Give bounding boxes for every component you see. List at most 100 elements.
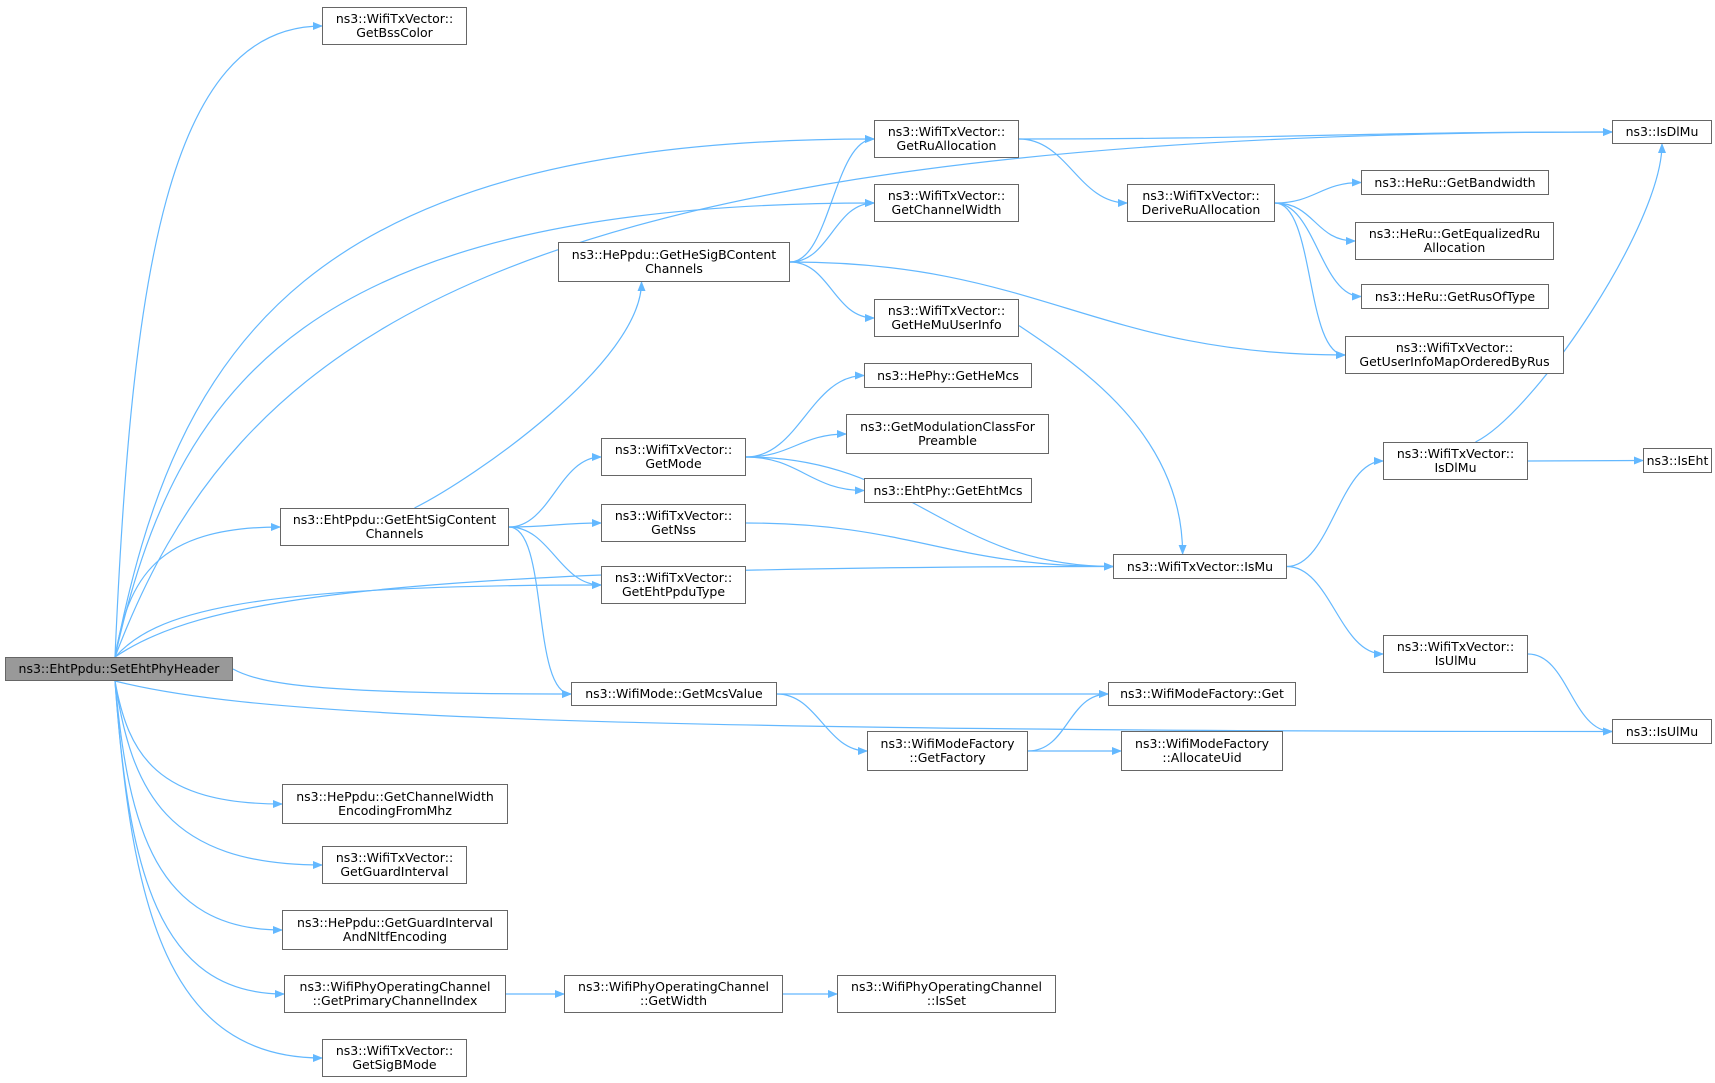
- edge-heSigB-to-getRuAllocation: [789, 135, 875, 263]
- edge-getMode-to-hePhyGetHeMcs: [745, 371, 865, 458]
- node-label-line: Channels: [365, 526, 424, 541]
- node-he-phy-get-he-mcs[interactable]: ns3::HePhy::GetHeMcs: [864, 363, 1032, 388]
- node-label-line: ::AllocateUid: [1162, 750, 1242, 765]
- node-get-eht-ppdu-type[interactable]: ns3::WifiTxVector::GetEhtPpduType: [601, 566, 746, 604]
- node-label-line: ::GetFactory: [909, 750, 986, 765]
- edge-getRuAllocation-to-deriveRuAllocation: [1018, 138, 1128, 207]
- edge-getMode-to-ehtPhyGetEhtMcs: [745, 456, 865, 495]
- edge-ehtSigContent-to-getMcsValue: [508, 526, 572, 698]
- edge-heSigB-to-getChannelWidth: [789, 199, 875, 263]
- edge-root-to-getGiNltf: [114, 680, 283, 934]
- node-label-line: ns3::WifiTxVector::: [1395, 340, 1514, 355]
- node-label-line: ns3::IsUlMu: [1625, 723, 1699, 739]
- node-root[interactable]: ns3::EhtPpdu::SetEhtPhyHeader: [5, 657, 233, 681]
- node-label-line: ::GetWidth: [639, 993, 708, 1008]
- node-get-channel-width[interactable]: ns3::WifiTxVector::GetChannelWidth: [874, 184, 1019, 222]
- node-label-line: ns3::WifiPhyOperatingChannel: [578, 979, 769, 994]
- edge-getMode-to-isMu: [745, 456, 1114, 571]
- node-label-line: GetGuardInterval: [340, 864, 449, 879]
- node-label-line: ns3::GetModulationClassFor: [860, 419, 1035, 434]
- edge-ehtSigContent-to-getNss: [508, 519, 602, 528]
- edge-root-to-getGuardInterval: [114, 680, 323, 869]
- edge-root-to-getCwEnc: [114, 680, 283, 808]
- edge-getMcsValue-to-wmfGetFactory: [776, 693, 868, 755]
- node-label-line: ns3::HePpdu::GetHeSigBContent: [571, 247, 777, 262]
- edge-deriveRuAllocation-to-heRuGetBandwidth: [1274, 178, 1362, 204]
- node-he-ru-get-rus-of-type[interactable]: ns3::HeRu::GetRusOfType: [1361, 284, 1549, 309]
- edge-root-to-getEhtPpduType: [114, 581, 602, 658]
- edge-root-to-getMcsValue: [232, 668, 572, 698]
- node-wmf-get[interactable]: ns3::WifiModeFactory::Get: [1108, 682, 1296, 706]
- node-label-line: ns3::WifiTxVector::: [887, 124, 1006, 139]
- node-derive-ru-allocation[interactable]: ns3::WifiTxVector::DeriveRuAllocation: [1127, 184, 1275, 222]
- edge-root-to-getChannelWidth: [114, 199, 875, 658]
- node-label-line: ns3::EhtPpdu::SetEhtPhyHeader: [18, 661, 220, 676]
- node-wpoc-is-set[interactable]: ns3::WifiPhyOperatingChannel::IsSet: [837, 975, 1056, 1013]
- node-wtv-is-dl-mu[interactable]: ns3::WifiTxVector::IsDlMu: [1383, 442, 1528, 480]
- node-get-user-info-map[interactable]: ns3::WifiTxVector::GetUserInfoMapOrdered…: [1345, 336, 1564, 374]
- node-label-line: ns3::IsDlMu: [1625, 124, 1699, 139]
- edge-wtvIsUlMu-to-isUlMu: [1527, 653, 1613, 736]
- node-label-line: ns3::HeRu::GetRusOfType: [1374, 288, 1536, 304]
- node-label-line: EncodingFromMhz: [338, 803, 452, 818]
- node-label-line: DeriveRuAllocation: [1141, 202, 1261, 217]
- node-wpoc-get-width[interactable]: ns3::WifiPhyOperatingChannel::GetWidth: [564, 975, 783, 1013]
- node-label-line: ns3::HePhy::GetHeMcs: [877, 367, 1019, 383]
- node-is-mu[interactable]: ns3::WifiTxVector::IsMu: [1113, 554, 1287, 579]
- node-wmf-get-factory[interactable]: ns3::WifiModeFactory::GetFactory: [867, 731, 1028, 771]
- node-get-ru-allocation[interactable]: ns3::WifiTxVector::GetRuAllocation: [874, 120, 1019, 158]
- node-he-ru-get-bandwidth[interactable]: ns3::HeRu::GetBandwidth: [1361, 170, 1549, 195]
- node-wmf-allocate-uid[interactable]: ns3::WifiModeFactory::AllocateUid: [1121, 731, 1283, 771]
- edge-heSigB-to-getUserInfoMap: [789, 261, 1346, 359]
- node-is-eht[interactable]: ns3::IsEht: [1643, 448, 1712, 473]
- edge-getHeMuUserInfo-to-isMu: [1018, 325, 1187, 555]
- node-get-guard-interval[interactable]: ns3::WifiTxVector::GetGuardInterval: [322, 846, 467, 884]
- edge-isMu-to-wtvIsUlMu: [1286, 565, 1384, 658]
- node-label-line: ns3::WifiTxVector::: [887, 188, 1006, 203]
- node-label-line: GetChannelWidth: [891, 202, 1002, 217]
- node-label-line: IsDlMu: [1434, 460, 1477, 475]
- node-label-line: ns3::WifiTxVector::: [335, 1043, 454, 1058]
- edge-wtvIsDlMu-to-isDlMuTop: [1475, 143, 1666, 443]
- node-get-he-mu-user-info[interactable]: ns3::WifiTxVector::GetHeMuUserInfo: [874, 299, 1019, 337]
- node-label-line: ns3::EhtPpdu::GetEhtSigContent: [292, 512, 497, 527]
- node-get-sig-b-mode[interactable]: ns3::WifiTxVector::GetSigBMode: [322, 1039, 467, 1077]
- node-label-line: ns3::WifiTxVector::: [1142, 188, 1260, 203]
- node-eht-phy-get-eht-mcs[interactable]: ns3::EhtPhy::GetEhtMcs: [864, 478, 1032, 503]
- node-label-line: ns3::WifiTxVector::: [335, 850, 454, 865]
- edge-getRuAllocation-to-isDlMuTop: [1018, 128, 1613, 140]
- node-label-line: ::GetPrimaryChannelIndex: [312, 993, 478, 1008]
- node-label-line: ns3::WifiTxVector::: [614, 570, 733, 585]
- node-label-line: ns3::WifiTxVector::: [335, 11, 454, 26]
- node-label-line: AndNltfEncoding: [342, 929, 448, 944]
- edge-root-to-getSigBMode: [114, 680, 323, 1062]
- node-get-bss-color[interactable]: ns3::WifiTxVector::GetBssColor: [322, 7, 467, 45]
- node-label-line: GetNss: [651, 522, 696, 537]
- node-get-mode[interactable]: ns3::WifiTxVector::GetMode: [601, 438, 746, 476]
- edge-root-to-isUlMu: [114, 680, 1613, 736]
- node-label-line: ns3::WifiTxVector::: [1396, 446, 1515, 461]
- node-label-line: ns3::HePpdu::GetGuardInterval: [297, 915, 493, 930]
- node-label-line: IsUlMu: [1434, 653, 1477, 668]
- node-label-line: ns3::WifiModeFactory: [880, 736, 1015, 751]
- edge-deriveRuAllocation-to-getUserInfoMap: [1274, 202, 1346, 359]
- node-label-line: ns3::HePpdu::GetChannelWidth: [296, 789, 494, 804]
- node-is-dl-mu-top[interactable]: ns3::IsDlMu: [1612, 120, 1712, 144]
- node-label-line: GetEhtPpduType: [621, 584, 726, 599]
- node-wtv-is-ul-mu[interactable]: ns3::WifiTxVector::IsUlMu: [1383, 635, 1528, 673]
- edge-deriveRuAllocation-to-heRuGetEqualized: [1274, 202, 1356, 245]
- node-label-line: GetBssColor: [356, 25, 433, 40]
- edge-heSigB-to-getHeMuUserInfo: [789, 261, 875, 322]
- edge-isMu-to-wtvIsDlMu: [1286, 457, 1384, 568]
- node-get-mcs-value[interactable]: ns3::WifiMode::GetMcsValue: [571, 682, 777, 706]
- node-is-ul-mu[interactable]: ns3::IsUlMu: [1612, 719, 1712, 744]
- node-get-primary-idx[interactable]: ns3::WifiPhyOperatingChannel::GetPrimary…: [284, 975, 506, 1013]
- node-label-line: GetHeMuUserInfo: [891, 317, 1002, 332]
- node-get-nss[interactable]: ns3::WifiTxVector::GetNss: [601, 504, 746, 542]
